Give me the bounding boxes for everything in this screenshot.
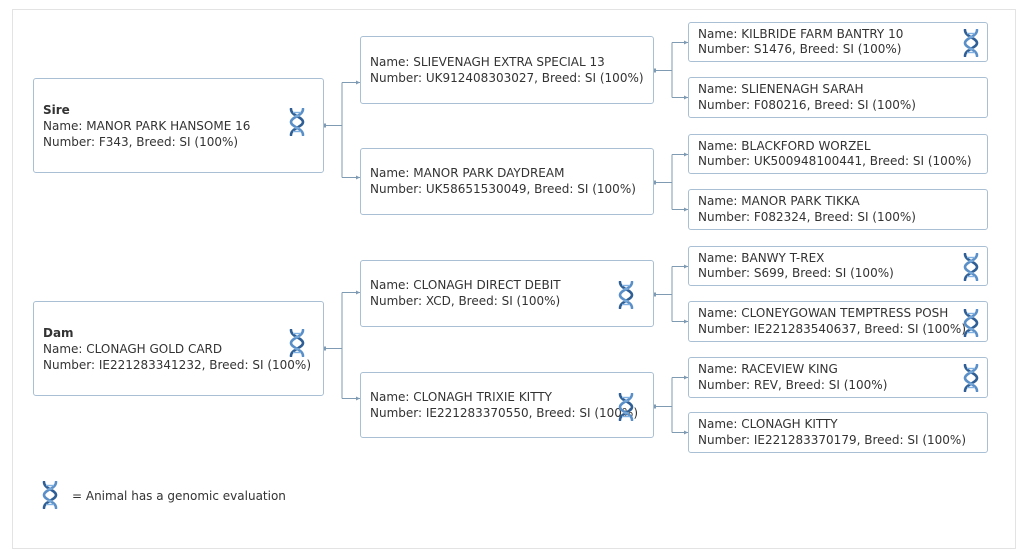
- animal-number: Number: F080216, Breed: SI (100%): [698, 98, 916, 112]
- grandparent-card[interactable]: Name: CLONAGH KITTY Number: IE2212833701…: [688, 412, 988, 453]
- animal-name: Name: KILBRIDE FARM BANTRY 10: [698, 27, 904, 41]
- sire-card[interactable]: Sire Name: MANOR PARK HANSOME 16 Number:…: [33, 78, 324, 173]
- animal-number: Number: UK500948100441, Breed: SI (100%): [698, 154, 972, 168]
- animal-name: Name: BANWY T-REX: [698, 251, 825, 265]
- connector-dam: [324, 292, 360, 399]
- animal-name: Name: CLONAGH DIRECT DEBIT: [370, 278, 561, 292]
- sire-dam-card[interactable]: Name: MANOR PARK DAYDREAM Number: UK5865…: [360, 148, 654, 215]
- dna-icon: [41, 481, 59, 509]
- dam-name: Name: CLONAGH GOLD CARD: [43, 342, 223, 356]
- animal-number: Number: IE221283540637, Breed: SI (100%): [698, 322, 967, 336]
- animal-name: Name: BLACKFORD WORZEL: [698, 139, 871, 153]
- dna-icon: [288, 108, 306, 136]
- animal-number: Number: F082324, Breed: SI (100%): [698, 210, 916, 224]
- grandparent-card[interactable]: Name: RACEVIEW KING Number: REV, Breed: …: [688, 357, 988, 398]
- dam-card[interactable]: Dam Name: CLONAGH GOLD CARD Number: IE22…: [33, 301, 324, 396]
- animal-number: Number: UK912408303027, Breed: SI (100%): [370, 71, 644, 85]
- dna-icon: [962, 29, 980, 57]
- dam-sire-card[interactable]: Name: CLONAGH DIRECT DEBIT Number: XCD, …: [360, 260, 654, 327]
- sire-sire-card[interactable]: Name: SLIEVENAGH EXTRA SPECIAL 13 Number…: [360, 36, 654, 104]
- dam-label: Dam: [43, 326, 74, 340]
- sire-number: Number: F343, Breed: SI (100%): [43, 135, 239, 149]
- animal-name: Name: RACEVIEW KING: [698, 362, 838, 376]
- dna-icon: [288, 329, 306, 357]
- animal-number: Number: XCD, Breed: SI (100%): [370, 294, 561, 308]
- animal-number: Number: UK58651530049, Breed: SI (100%): [370, 182, 636, 196]
- dna-icon: [962, 364, 980, 392]
- animal-number: Number: REV, Breed: SI (100%): [698, 378, 888, 392]
- dna-icon: [617, 393, 635, 421]
- dam-dam-card[interactable]: Name: CLONAGH TRIXIE KITTY Number: IE221…: [360, 372, 654, 438]
- animal-name: Name: CLONAGH TRIXIE KITTY: [370, 390, 553, 404]
- animal-number: Number: S699, Breed: SI (100%): [698, 266, 894, 280]
- dna-icon: [962, 253, 980, 281]
- grandparent-card[interactable]: Name: MANOR PARK TIKKA Number: F082324, …: [688, 189, 988, 230]
- animal-name: Name: MANOR PARK TIKKA: [698, 194, 860, 208]
- grandparent-card[interactable]: Name: SLIENENAGH SARAH Number: F080216, …: [688, 77, 988, 118]
- animal-name: Name: CLONEYGOWAN TEMPTRESS POSH: [698, 306, 949, 320]
- animal-name: Name: SLIENENAGH SARAH: [698, 82, 864, 96]
- grandparent-card[interactable]: Name: BLACKFORD WORZEL Number: UK5009481…: [688, 134, 988, 174]
- animal-name: Name: MANOR PARK DAYDREAM: [370, 166, 565, 180]
- connector-dam-dam: [654, 377, 688, 433]
- dna-icon: [962, 309, 980, 337]
- sire-name: Name: MANOR PARK HANSOME 16: [43, 119, 251, 133]
- dna-icon: [617, 281, 635, 309]
- dam-number: Number: IE221283341232, Breed: SI (100%): [43, 358, 312, 372]
- connector-sire: [324, 82, 360, 178]
- pedigree-connectors: [322, 40, 688, 435]
- animal-name: Name: SLIEVENAGH EXTRA SPECIAL 13: [370, 55, 605, 69]
- connector-sire-sire: [654, 42, 688, 98]
- connector-sire-dam: [654, 154, 688, 210]
- sire-label: Sire: [43, 103, 70, 117]
- connector-dam-sire: [654, 266, 688, 322]
- animal-name: Name: CLONAGH KITTY: [698, 417, 838, 431]
- animal-number: Number: IE221283370179, Breed: SI (100%): [698, 433, 967, 447]
- grandparent-card[interactable]: Name: CLONEYGOWAN TEMPTRESS POSH Number:…: [688, 301, 988, 342]
- grandparent-card[interactable]: Name: KILBRIDE FARM BANTRY 10 Number: S1…: [688, 22, 988, 62]
- animal-number: Number: S1476, Breed: SI (100%): [698, 42, 902, 56]
- animal-number: Number: IE221283370550, Breed: SI (100%): [370, 406, 639, 420]
- legend-text: = Animal has a genomic evaluation: [72, 489, 286, 503]
- grandparent-card[interactable]: Name: BANWY T-REX Number: S699, Breed: S…: [688, 246, 988, 286]
